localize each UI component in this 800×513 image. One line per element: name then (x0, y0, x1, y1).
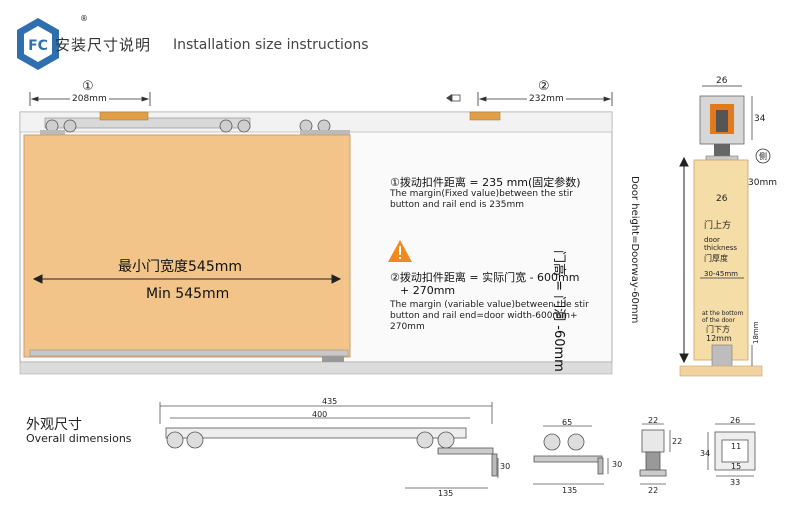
roller-dim-135: 135 (562, 486, 578, 495)
note1-title: ①拨动扣件距离 = 235 mm(固定参数) (390, 176, 581, 189)
warning-icon (388, 240, 412, 262)
note2-line2: button and rail end=door width-600mm+ (390, 311, 578, 321)
door-min-width-cn: 最小门宽度545mm (118, 259, 242, 275)
dim-208-label: 208mm (70, 94, 109, 104)
header-title-en: Installation size instructions (173, 37, 369, 53)
profile-dim-33: 33 (730, 478, 741, 487)
stop-arrow-icon (446, 94, 461, 102)
side-dim-12mm: 12mm (706, 334, 732, 343)
overall-rail-profile-drawing (707, 423, 756, 477)
profile-dim-15: 15 (731, 462, 742, 471)
door-bottom-cn: 门下方 (706, 325, 730, 334)
side-dim-26-top: 26 (716, 76, 728, 86)
door-width-arrow (32, 274, 342, 284)
header-title-cn: 安装尺寸说明 (55, 36, 152, 54)
door-thickness-cn: 门厚度 (704, 254, 728, 263)
svg-text:FC: FC (28, 38, 48, 54)
rail-hardware-left (40, 111, 251, 135)
overall-dim-435: 435 (322, 397, 338, 406)
overall-roller-drawing (533, 425, 609, 485)
door-panel (23, 134, 351, 358)
note2-line1: The margin (variable value)between the s… (390, 300, 589, 310)
overall-dim-135: 135 (438, 489, 454, 498)
registered-mark: ® (80, 14, 88, 23)
side-dim-26-mid: 26 (716, 194, 728, 204)
note1-line2: button and rail end is 235mm (390, 200, 524, 210)
profile-dim-26: 26 (730, 416, 741, 425)
company-logo: FC (17, 18, 59, 70)
note2-title-line1: ②拨动扣件距离 = 实际门宽 - 600mm (390, 271, 580, 284)
roller-dim-30: 30 (612, 460, 623, 469)
side-dim-34: 34 (754, 114, 766, 124)
side-dim-30mm: 30mm (748, 178, 777, 188)
floor (19, 361, 613, 375)
overall-roller-side-drawing (639, 423, 671, 485)
overall-title-en: Overall dimensions (26, 432, 132, 445)
door-height-en: Door height=Doorway-60mm (629, 176, 640, 324)
note1-line1: The margin(Fixed value)between the stir (390, 189, 573, 199)
door-thickness-en-2: thickness (704, 244, 738, 252)
door-bottom-guide (29, 349, 349, 357)
door-bottom-en-2: of the door (702, 317, 736, 324)
side-dim-18mm: 18mm (752, 321, 760, 344)
side-label: 侧 (759, 152, 767, 161)
side-roller-dim-22-right: 22 (672, 437, 683, 446)
door-thickness-range: 30-45mm (704, 270, 738, 278)
overall-rail-drawing (159, 402, 499, 489)
profile-dim-34: 34 (700, 449, 711, 458)
door-height-arrow (679, 156, 689, 364)
marker-1: ① (82, 79, 94, 94)
dim-232-label: 232mm (527, 94, 566, 104)
marker-2: ② (538, 79, 550, 94)
side-section-view (679, 85, 771, 377)
note2-title-line2: + 270mm (400, 284, 456, 297)
profile-dim-11: 11 (731, 442, 742, 451)
door-top-cn: 门上方 (704, 221, 732, 231)
overall-dim-30: 30 (500, 462, 511, 471)
side-roller-dim-22-top: 22 (648, 416, 659, 425)
door-bottom-en-1: at the bottom (702, 310, 744, 317)
side-roller-dim-22-bottom: 22 (648, 486, 659, 495)
door-min-width-en: Min 545mm (146, 286, 230, 302)
overall-dim-400: 400 (312, 410, 328, 419)
note2-line3: 270mm (390, 322, 425, 332)
rail-hardware-right (299, 111, 501, 135)
overall-title-cn: 外观尺寸 (26, 417, 82, 433)
roller-dim-65: 65 (562, 418, 573, 427)
door-thickness-en-1: door (704, 236, 720, 244)
